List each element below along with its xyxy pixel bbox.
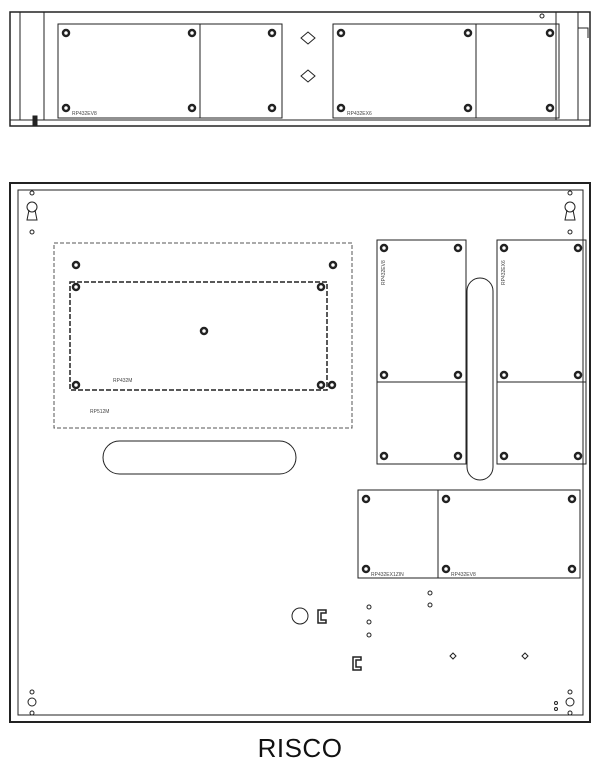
bottom-module-2-label: RP432EV8 [451,572,476,578]
top-board-right [332,23,560,119]
cable-slot-horizontal [102,440,297,475]
keyhole-mount-right [564,190,576,235]
module-2-label: RP432EX6 [501,260,507,285]
bottom-module-1-label: RP432EX1ZIN [371,572,404,578]
cable-slot-vertical [466,277,494,481]
module-1 [376,239,467,465]
tamper-bracket [317,609,327,624]
outer-board-label: RP512M [90,409,109,415]
module-2 [496,239,587,465]
module-1-label: RP432EV8 [381,260,387,285]
top-panel-1-label: RP432EV8 [72,111,97,117]
bottom-modules [357,489,581,579]
board-outline-inner [69,281,328,391]
keyhole-mount-left [26,190,38,235]
front-view: RP432M RP512M RP432EV8 RP432EX6 RP432EX1… [9,182,591,723]
inner-board-label: RP432M [113,378,132,384]
brand-logo-text: RISCO [257,733,343,763]
top-panel-2-label: RP432EX6 [347,111,372,117]
top-view: RP432EV8 RP432EX6 [9,11,591,127]
tamper-bracket-2 [352,656,362,671]
top-board-left [57,23,283,119]
knockout-hole [291,607,309,625]
board-outline-outer [53,242,353,429]
